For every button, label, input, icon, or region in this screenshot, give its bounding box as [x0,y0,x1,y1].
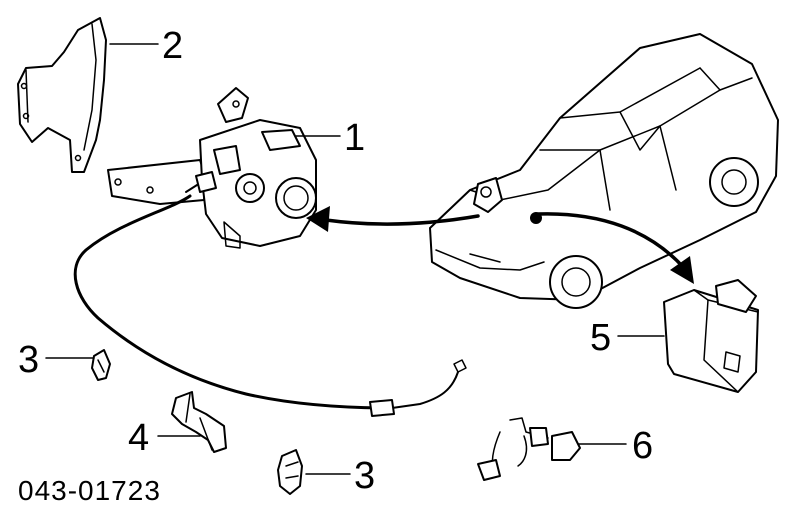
part-4-bracket [171,391,227,453]
callout-6: 6 [632,425,653,467]
callout-3-left: 3 [18,339,39,381]
part-2-bracket [17,17,107,173]
arrow-to-actuator [306,206,480,232]
part-3-clip-bottom [277,449,303,495]
diagram-code: 043-01723 [18,475,161,506]
actuator-cable [73,194,467,417]
callout-1: 1 [344,117,365,159]
leader-lines [45,43,665,475]
part-6-harness [477,417,581,481]
part-1-actuator [107,87,317,249]
callout-4: 4 [128,417,149,459]
vehicle-illustration [429,33,779,309]
callout-3-bottom: 3 [354,455,375,497]
part-3-clip-left [91,349,111,381]
callout-2: 2 [162,25,183,67]
callout-5: 5 [590,317,611,359]
arrow-to-module [536,212,694,284]
part-5-module [663,279,759,393]
